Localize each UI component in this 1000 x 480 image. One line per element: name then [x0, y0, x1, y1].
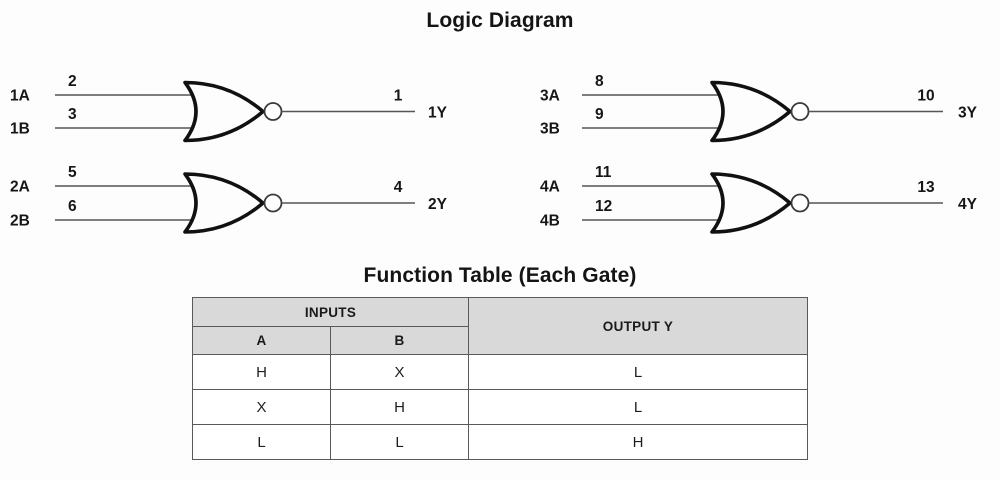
function-table-title: Function Table (Each Gate) — [363, 264, 637, 287]
port-label-input-b: 4B — [540, 213, 560, 230]
cell-input-b: L — [330, 424, 469, 460]
header-column-b: B — [330, 326, 469, 355]
pin-number-input-a: 5 — [68, 164, 77, 181]
pin-number-input-b: 9 — [595, 106, 604, 123]
header-inputs-group: INPUTS — [192, 297, 469, 327]
port-label-output: 4Y — [958, 196, 978, 213]
pin-number-output: 13 — [917, 179, 935, 196]
port-label-input-a: 2A — [10, 179, 30, 196]
cell-output-y: H — [468, 424, 808, 460]
port-label-input-b: 1B — [10, 121, 30, 138]
port-label-input-b: 2B — [10, 213, 30, 230]
pin-number-input-a: 2 — [68, 73, 77, 90]
header-column-a: A — [192, 326, 331, 355]
gate-body — [710, 80, 792, 143]
gate-body — [183, 80, 265, 143]
port-label-input-b: 3B — [540, 121, 560, 138]
port-label-input-a: 4A — [540, 179, 560, 196]
gate-body — [183, 172, 265, 234]
table-header-row-group: INPUTS OUTPUT Y — [192, 297, 808, 355]
port-label-output: 3Y — [958, 105, 978, 122]
nor-gate-gate-2: 2A 2B 2Y 5 6 4 — [10, 164, 448, 234]
pin-number-output: 4 — [394, 179, 403, 196]
page-title: Logic Diagram — [426, 9, 574, 32]
port-label-output: 2Y — [428, 196, 448, 213]
port-label-input-a: 3A — [540, 88, 560, 105]
logic-schematic: 1A 1B 1Y 2 3 1 3A 3B 3Y 8 9 10 2A 2B 2Y 5 6 4 4A 4B 4Y 11 12 13 — [10, 73, 978, 234]
cell-input-b: X — [330, 354, 469, 390]
inversion-bubble — [790, 193, 810, 213]
pin-number-input-b: 6 — [68, 198, 77, 215]
nor-gate-gate-4: 4A 4B 4Y 11 12 13 — [540, 164, 978, 234]
pin-number-output: 10 — [917, 88, 934, 105]
pin-number-input-a: 8 — [595, 73, 604, 90]
port-label-input-a: 1A — [10, 88, 30, 105]
function-table-head: INPUTS OUTPUT Y A B — [192, 297, 808, 355]
header-output-y: OUTPUT Y — [468, 297, 808, 355]
cell-input-a: L — [192, 424, 331, 460]
cell-input-b: H — [330, 389, 469, 425]
pin-number-input-b: 12 — [595, 198, 612, 215]
pin-number-output: 1 — [394, 88, 403, 105]
cell-output-y: L — [468, 354, 808, 390]
cell-input-a: H — [192, 354, 331, 390]
pin-number-input-a: 11 — [595, 164, 612, 181]
pin-number-input-b: 3 — [68, 106, 77, 123]
nor-gate-gate-3: 3A 3B 3Y 8 9 10 — [540, 73, 978, 143]
inversion-bubble — [263, 102, 283, 121]
inversion-bubble — [263, 193, 283, 213]
cell-input-a: X — [192, 389, 331, 425]
nor-gate-gate-1: 1A 1B 1Y 2 3 1 — [10, 73, 448, 143]
gate-body — [710, 172, 792, 234]
cell-output-y: L — [468, 389, 808, 425]
port-label-output: 1Y — [428, 105, 448, 122]
inversion-bubble — [790, 102, 810, 121]
